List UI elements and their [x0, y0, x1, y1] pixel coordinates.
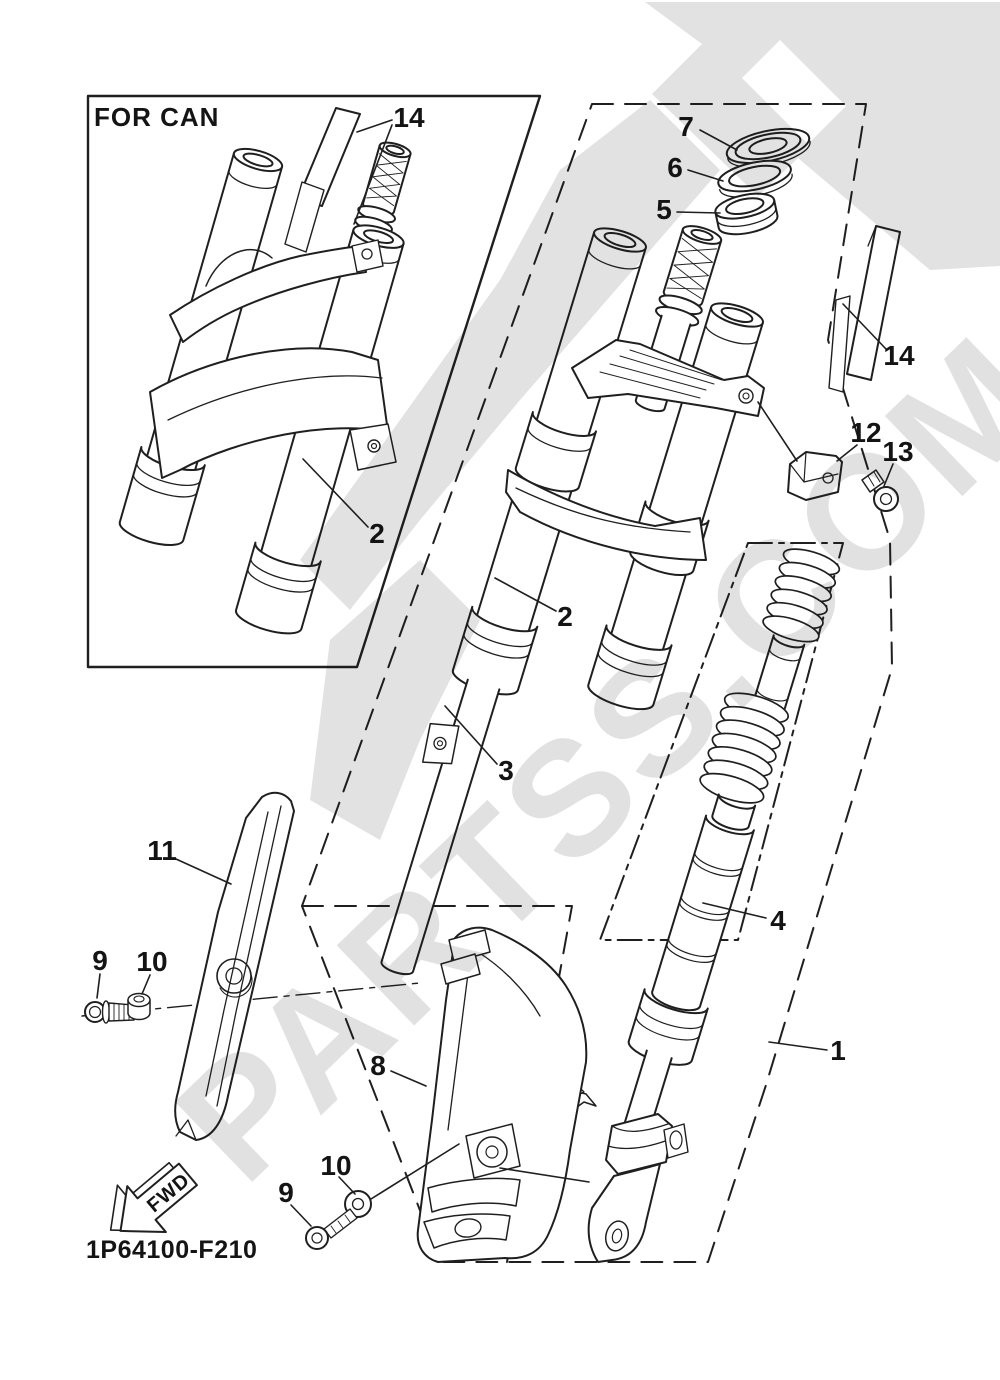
leader-washer-to-guard	[370, 1143, 460, 1200]
leader-9-upper	[96, 973, 101, 999]
for-can-fork-assembly	[118, 107, 412, 635]
reflector-bracket-can	[284, 181, 325, 253]
variant-label: FOR CAN	[94, 102, 220, 132]
callout-7: 7	[678, 111, 694, 142]
leader-13	[883, 463, 894, 487]
main-left-fork-tube	[380, 227, 647, 976]
leader-6	[687, 169, 724, 182]
fork-spring-upper	[762, 548, 841, 643]
leader-10-upper	[141, 974, 151, 995]
leader-7	[699, 129, 738, 151]
callout-2-for-can: 2	[369, 518, 385, 549]
leader-2-main	[494, 577, 557, 612]
damper-assembly-part-4	[617, 793, 757, 1154]
leader-10-lower	[338, 1176, 356, 1195]
leader-bracket-to-12	[757, 401, 798, 462]
callout-4: 4	[770, 905, 786, 936]
fork-protector-part-11	[174, 791, 295, 1141]
callout-9-upper: 9	[92, 945, 108, 976]
leader-3	[444, 705, 498, 765]
callout-6: 6	[667, 152, 683, 183]
variant-box-border	[86, 94, 542, 669]
callout-8: 8	[370, 1050, 386, 1081]
callout-13: 13	[882, 436, 914, 467]
callout-3: 3	[498, 755, 514, 786]
leader-2-can	[302, 458, 369, 528]
washer-part-10-upper	[127, 992, 151, 1021]
callout-11: 11	[147, 835, 177, 866]
callout-14-right: 14	[883, 340, 915, 371]
under-bracket	[505, 469, 707, 561]
reflector-part-14	[828, 225, 901, 393]
leader-14-can-a	[356, 119, 393, 133]
callout-12: 12	[850, 417, 882, 448]
callout-5: 5	[656, 194, 672, 225]
leader-14-can-b	[353, 124, 393, 225]
diagram-part-code: 1P64100-F210	[86, 1236, 258, 1264]
fork-spring-lower	[699, 692, 790, 804]
bolt-part-13	[861, 469, 899, 512]
leader-14-right	[842, 303, 887, 350]
callout-9-lower: 9	[278, 1177, 294, 1208]
leader-guard-to-axle	[499, 1167, 590, 1183]
leader-4	[702, 902, 767, 919]
fork-assembly-1-outline	[301, 103, 893, 1263]
washer-part-6	[717, 159, 793, 198]
can-left-fork-tube	[118, 147, 284, 546]
callout-14-for-can: 14	[393, 102, 425, 133]
stem-bracket	[571, 339, 765, 417]
can-lower-clamp	[149, 347, 397, 479]
bolt-part-9-upper	[84, 1000, 135, 1024]
leader-8	[390, 1070, 427, 1087]
callout-2-main: 2	[557, 601, 573, 632]
washer-part-7	[725, 127, 811, 168]
spacer-part-5	[714, 192, 779, 236]
for-can-variant-box	[86, 94, 542, 669]
spring-group-chain-outline	[599, 542, 844, 941]
leader-1	[768, 1041, 828, 1051]
can-upper-bracket	[169, 239, 384, 343]
main-fork-assembly	[380, 225, 765, 976]
clamp-part-12	[787, 451, 843, 501]
leader-11	[175, 858, 232, 885]
leader-12	[836, 444, 858, 462]
reflector-strip-can	[297, 107, 361, 207]
fork-protector-part-8	[416, 926, 588, 1263]
leader-5	[676, 211, 721, 214]
leader-lines	[96, 119, 894, 1227]
callout-10-upper: 10	[136, 946, 168, 977]
callout-1: 1	[830, 1035, 846, 1066]
callout-10-lower: 10	[320, 1150, 352, 1181]
bolt-part-9-lower	[305, 1208, 358, 1250]
leader-9-lower	[290, 1204, 312, 1227]
